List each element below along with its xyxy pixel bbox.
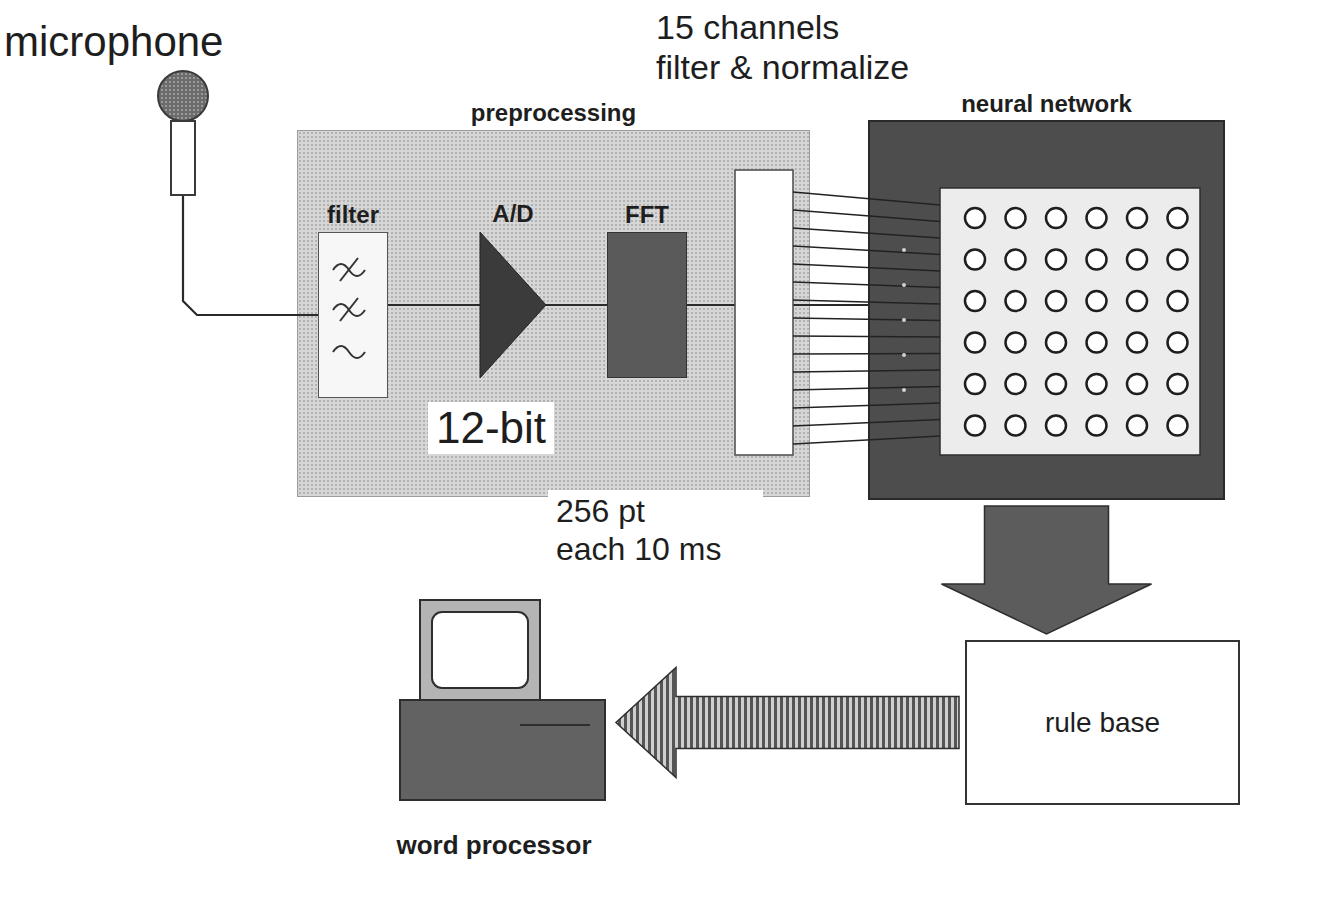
border-dot — [902, 388, 906, 392]
monitor-screen — [432, 612, 528, 688]
neuron — [1127, 250, 1147, 270]
microphone: microphone — [0, 18, 270, 194]
neuron — [1046, 250, 1066, 270]
neuron — [1046, 208, 1066, 228]
neuron — [1168, 333, 1188, 353]
neuron — [1006, 416, 1026, 436]
box-heading: preprocessing — [471, 99, 636, 127]
channel-wire — [793, 264, 940, 271]
neuron — [1168, 416, 1188, 436]
neuron — [965, 208, 985, 228]
monitor-case — [420, 600, 540, 700]
filter-symbol — [333, 346, 365, 358]
neuron — [965, 374, 985, 394]
block-arrow — [942, 506, 1152, 634]
neuron-field — [940, 188, 1200, 455]
annotation: 12-bit — [428, 402, 554, 454]
neuron — [1046, 374, 1066, 394]
annotation-holder: 12-bit — [428, 402, 554, 454]
box-heading: filter — [327, 201, 379, 229]
box-label: rule base — [1045, 706, 1160, 740]
neuron — [1127, 374, 1147, 394]
box-heading: A/D — [492, 200, 533, 228]
annotation: 256 pt each 10 ms — [548, 490, 763, 570]
neuron — [1127, 291, 1147, 311]
neuron — [1046, 333, 1066, 353]
neuron — [965, 291, 985, 311]
channel-wire — [793, 210, 940, 222]
channel-wire — [793, 246, 940, 255]
neuron — [1087, 374, 1107, 394]
normalize-box — [735, 170, 793, 455]
neuron — [1087, 416, 1107, 436]
channel-wire — [793, 282, 940, 288]
neuron — [1127, 416, 1147, 436]
part-label: word processor — [396, 830, 591, 860]
channel-wire — [793, 370, 940, 372]
neuron — [1006, 291, 1026, 311]
converter-shape — [480, 232, 546, 378]
annotation-holder: 256 pt each 10 ms — [548, 490, 763, 570]
block-arrow — [616, 668, 959, 778]
annotation: 15 channels filter & normalize — [648, 6, 948, 88]
neuron — [1087, 291, 1107, 311]
channel-wire — [793, 420, 940, 427]
neuron — [1168, 208, 1188, 228]
drive-slot — [520, 724, 590, 726]
filter-symbol — [340, 258, 358, 281]
border-dot — [902, 283, 906, 287]
neuron — [1006, 250, 1026, 270]
channel-wires — [793, 192, 940, 444]
channel-wire — [793, 318, 940, 321]
part-label: microphone — [4, 18, 270, 66]
box-heading: neural network — [961, 90, 1132, 118]
channel-wire — [793, 336, 940, 337]
border-dot — [902, 353, 906, 357]
rule-base-box: rule base — [965, 640, 1240, 805]
signal-wire — [388, 304, 480, 306]
neuron — [1087, 208, 1107, 228]
signal-wire — [546, 304, 607, 306]
neuron — [1046, 416, 1066, 436]
neuron — [965, 333, 985, 353]
border-dot — [902, 248, 906, 252]
neuron — [1087, 333, 1107, 353]
converter-triangle: A/D — [480, 232, 546, 378]
channel-wire — [793, 353, 940, 355]
neuron — [1087, 250, 1107, 270]
neuron — [1127, 208, 1147, 228]
triangle-outline — [480, 232, 546, 378]
neuron-grid — [965, 208, 1188, 436]
fft-box: FFT — [607, 232, 687, 378]
channel-wire — [793, 228, 940, 238]
channel-wire — [793, 403, 940, 408]
microphone-head — [158, 71, 208, 121]
channel-wire — [793, 300, 940, 304]
border-dot — [902, 318, 906, 322]
microphone-handle — [171, 121, 195, 195]
channel-wire — [793, 436, 940, 444]
signal-wire — [183, 194, 318, 315]
neuron — [1168, 374, 1188, 394]
neuron — [965, 250, 985, 270]
neuron — [1168, 250, 1188, 270]
channel-wire — [793, 387, 940, 391]
neuron — [1006, 208, 1026, 228]
neuron — [1006, 374, 1026, 394]
neuron — [1127, 333, 1147, 353]
filter-symbol — [340, 298, 358, 321]
neuron — [1168, 291, 1188, 311]
neuron — [1006, 333, 1026, 353]
annotation-holder: 15 channels filter & normalize — [648, 6, 948, 88]
box-heading: FFT — [625, 201, 669, 229]
neuron — [965, 416, 985, 436]
computer-base — [400, 700, 605, 800]
channel-wire — [793, 192, 940, 205]
neuron — [1046, 291, 1066, 311]
